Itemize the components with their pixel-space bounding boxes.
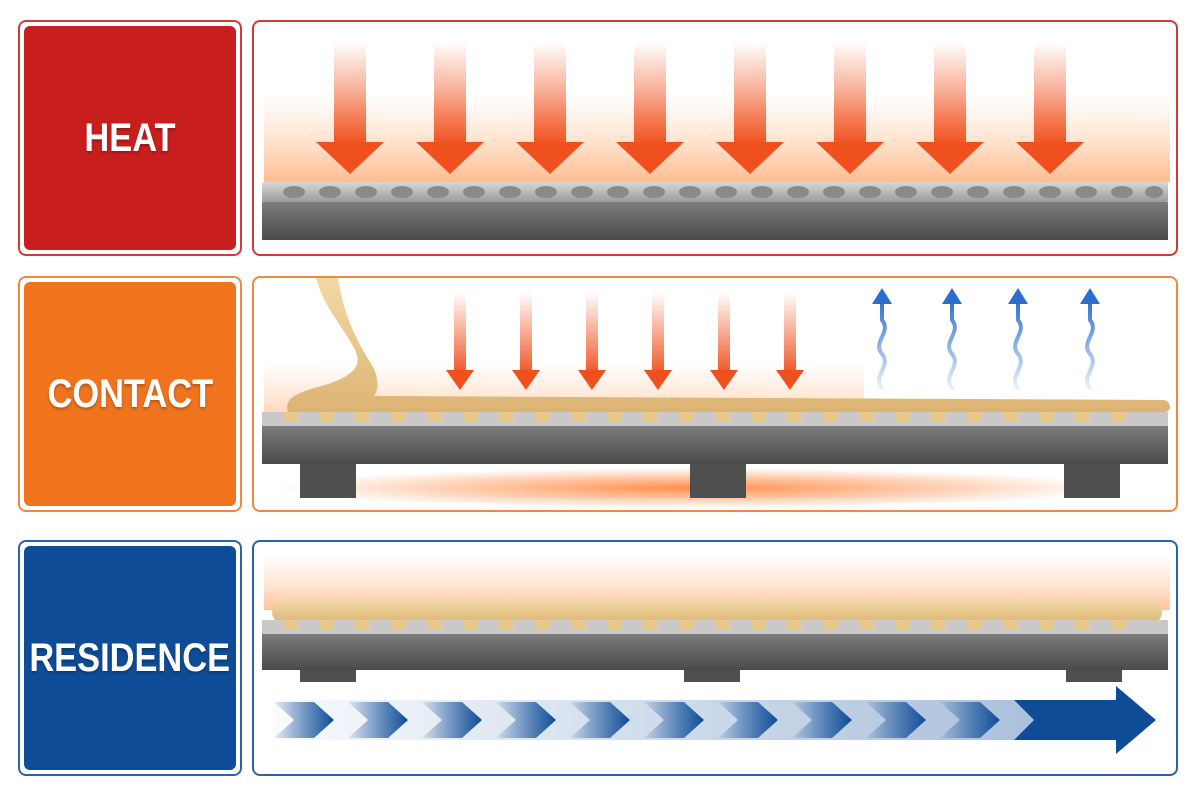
contact-heat-arrows xyxy=(446,292,804,390)
down-arrow-icon xyxy=(516,42,584,174)
down-arrow-icon xyxy=(616,42,684,174)
residence-label-box: RESIDENCE xyxy=(18,540,242,776)
down-arrow-icon xyxy=(716,42,784,174)
residence-label-fill: RESIDENCE xyxy=(24,546,236,770)
griddle-plate xyxy=(262,412,1168,498)
chevron-progress-arrow-icon xyxy=(274,686,1156,754)
residence-row: RESIDENCE xyxy=(0,540,1200,780)
down-arrow-icon xyxy=(446,292,474,390)
griddle-plate xyxy=(262,182,1168,240)
heat-row: HEAT xyxy=(0,20,1200,260)
heat-label-box: HEAT xyxy=(18,20,242,256)
heat-illustration xyxy=(262,42,1170,240)
steam-arrows xyxy=(872,288,1100,390)
contact-label-box: CONTACT xyxy=(18,276,242,512)
heat-arrows xyxy=(316,42,1084,174)
residence-illustration xyxy=(262,552,1170,754)
down-arrow-icon xyxy=(644,292,672,390)
contact-row: CONTACT xyxy=(0,276,1200,516)
wavy-up-arrow-icon xyxy=(1080,288,1100,390)
down-arrow-icon xyxy=(316,42,384,174)
contact-panel xyxy=(252,276,1178,512)
heat-panel xyxy=(252,20,1178,256)
batter-pour xyxy=(287,278,1170,412)
contact-label: CONTACT xyxy=(47,371,213,416)
down-arrow-icon xyxy=(1016,42,1084,174)
down-arrow-icon xyxy=(512,292,540,390)
heat-label: HEAT xyxy=(84,115,176,160)
down-arrow-icon xyxy=(816,42,884,174)
heat-label-fill: HEAT xyxy=(24,26,236,250)
down-arrow-icon xyxy=(776,292,804,390)
residence-panel xyxy=(252,540,1178,776)
griddle-plate xyxy=(262,620,1168,682)
residence-label: RESIDENCE xyxy=(29,635,231,680)
wavy-up-arrow-icon xyxy=(872,288,892,390)
down-arrow-icon xyxy=(578,292,606,390)
wavy-up-arrow-icon xyxy=(942,288,962,390)
down-arrow-icon xyxy=(416,42,484,174)
pancake xyxy=(272,600,1162,624)
contact-illustration xyxy=(262,278,1170,508)
down-arrow-icon xyxy=(916,42,984,174)
contact-label-fill: CONTACT xyxy=(24,282,236,506)
down-arrow-icon xyxy=(710,292,738,390)
wavy-up-arrow-icon xyxy=(1008,288,1028,390)
